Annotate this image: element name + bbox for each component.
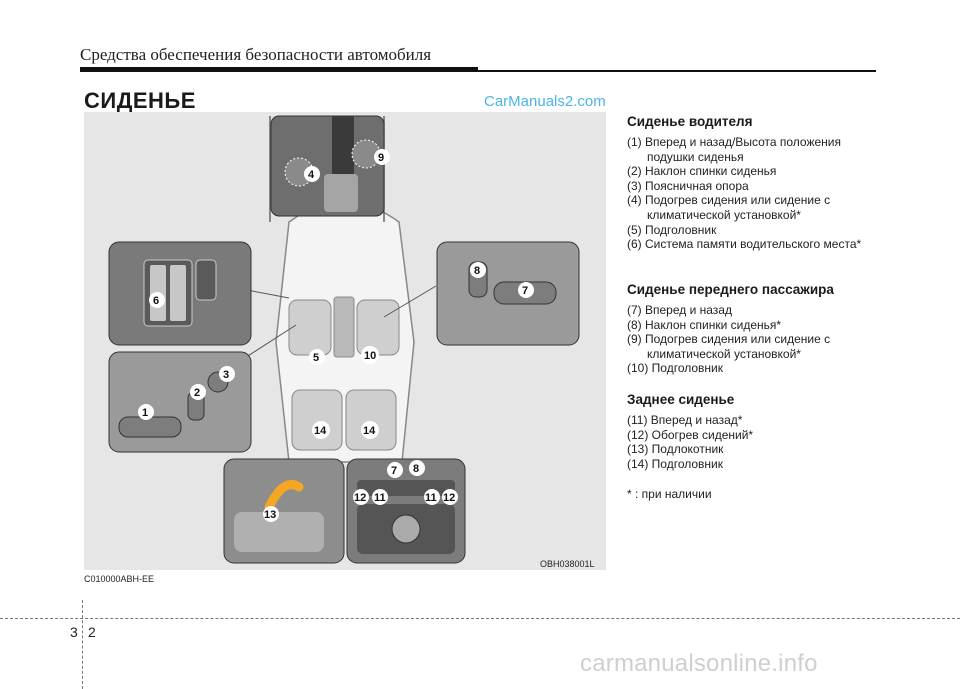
header-rule [80,67,478,72]
driver-seat-heading: Сиденье водителя [627,114,753,129]
badge-2: 2 [194,387,200,399]
footer-dashed-divider [82,600,83,689]
front-seat-left [288,299,332,356]
badge-7-rear: 7 [391,465,397,477]
list-item: (6) Система памяти водительского места* [627,237,862,252]
footer-dashed-rule [0,618,960,619]
passenger-seat-section: Сиденье переднего пассажира (7) Вперед и… [627,282,887,376]
memory-panel: 6 [108,241,252,346]
list-item: (8) Наклон спинки сиденья* [627,317,782,332]
section-title: СИДЕНЬЕ [84,88,196,113]
list-item: (7) Вперед и назад [627,303,732,317]
center-console [333,296,355,358]
rear-seat-section: Заднее сиденье (11) Вперед и назад* (12)… [627,392,887,471]
list-item: (5) Подголовник [627,222,717,237]
figure-code: OBH038001L [540,559,595,569]
list-item: (11) Вперед и назад* [627,413,743,427]
chapter-number: 3 [70,624,78,640]
badge-1: 1 [142,407,148,419]
list-item: (3) Поясничная опора [627,178,749,193]
badge-12-left: 12 [354,492,366,504]
list-item: (13) Подлокотник [627,442,724,457]
list-item: (2) Наклон спинки сиденья [627,164,777,179]
rear-seat-heading: Заднее сиденье [627,392,735,407]
badge-11-left: 11 [374,492,386,504]
list-item: (1) Вперед и назад/Высота положения поду… [627,135,841,164]
badge-10: 10 [364,350,376,362]
watermark-link[interactable]: CarManuals2.com [484,93,606,110]
badge-11-right: 11 [425,492,437,504]
rear-seat-right [345,389,397,451]
driver-switch-panel: 1 2 3 [108,351,252,453]
armrest-panel: 13 [223,458,345,564]
passenger-switch-panel: 8 7 [436,241,580,346]
passenger-seat-heading: Сиденье переднего пассажира [627,282,834,297]
list-item: (14) Подголовник [627,456,723,471]
rear-control-panel: 7 8 12 11 11 12 [346,458,466,564]
badge-8: 8 [474,265,480,277]
badge-7: 7 [522,285,528,297]
document-code: C010000ABH-EE [84,574,155,584]
badge-14-right: 14 [363,425,376,437]
list-item: (10) Подголовник [627,361,723,376]
front-seat-right [356,299,400,356]
seat-illustration-svg: 4 9 6 1 2 3 [108,115,580,564]
badge-14-left: 14 [314,425,327,437]
badge-12-right: 12 [443,492,455,504]
badge-8-rear: 8 [413,463,419,475]
badge-6: 6 [153,295,159,307]
list-item: (4) Подогрев сидения или сидение с клима… [627,193,831,222]
header-rule-thin [478,70,876,72]
driver-seat-section: Сиденье водителя (1) Вперед и назад/Высо… [627,114,887,252]
badge-13: 13 [264,509,276,521]
list-item: (9) Подогрев сидения или сидение с клима… [627,332,831,361]
badge-5: 5 [313,352,319,364]
page-number: 2 [88,624,96,640]
running-header: Средства обеспечения безопасности автомо… [80,45,432,64]
rear-seat-left [291,389,343,451]
list-item: (12) Обогрев сидений* [627,427,754,442]
gear-panel: 4 9 [270,115,390,217]
badge-4: 4 [308,169,315,181]
watermark-bottom: carmanualsonline.info [580,650,818,677]
footnote: * : при наличии [627,487,712,501]
badge-9: 9 [378,152,384,164]
badge-3: 3 [223,369,229,381]
seat-controls-illustration: 4 9 6 1 2 3 [84,112,606,570]
